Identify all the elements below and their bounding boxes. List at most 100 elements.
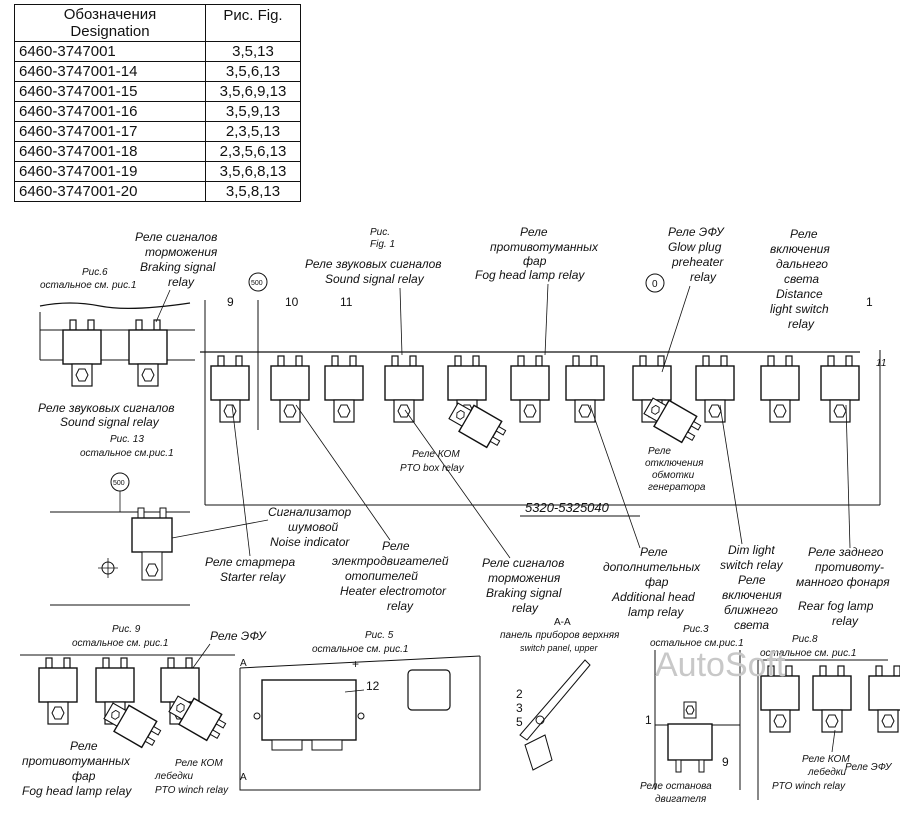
circled-500-b-text: 500 [113, 480, 125, 487]
rear-fog-l3: манного фонаря [796, 575, 890, 589]
fig5-relay-block [261, 679, 357, 741]
gen-off-l4: генератора [648, 482, 706, 493]
fog-fig9-l3: фар [72, 769, 96, 783]
dim-l6: света [734, 618, 769, 632]
distance-top-l2: включения [770, 242, 830, 256]
sound-top-l1: Реле звуковых сигналов [305, 257, 442, 271]
circled-500-a-text: 500 [251, 280, 263, 287]
pto-box-l2: PTO box relay [400, 463, 465, 474]
glow-top-l3: preheater [671, 255, 724, 269]
rear-fog-relay [820, 355, 860, 423]
starter-l2: Starter relay [220, 570, 286, 584]
distance-light-relay [760, 355, 800, 423]
pto-winch-fig9-l2: лебедки [154, 770, 194, 782]
dim-l2: switch relay [720, 558, 784, 572]
dim-light-relay [695, 355, 735, 423]
glow-top-l4: relay [690, 270, 717, 284]
callout-1b: 1 [645, 713, 652, 727]
rear-fog-l1: Реле заднего [808, 545, 884, 559]
circled-0 [645, 273, 665, 293]
braking-relay [384, 355, 424, 423]
distance-top-l6: light switch [770, 302, 829, 316]
pto-winch-fig8-l2: лебедки [807, 766, 847, 778]
rear-fog-l2: противоту- [815, 560, 884, 574]
fig5-caption: Рис. 5 [365, 630, 394, 641]
noise-l3: Noise indicator [270, 535, 350, 549]
part-number: 5320-5325040 [525, 500, 610, 515]
callout-1: 1 [866, 295, 873, 309]
engine-stop-relay [667, 701, 713, 773]
fog-top-l4: Fog head lamp relay [475, 268, 585, 282]
sound-fig6-l2: Sound signal relay [60, 415, 160, 429]
middle-labels: Сигнализатор шумовой Noise indicator Рел… [171, 404, 890, 632]
aa-l3: switch panel, upper [520, 643, 599, 653]
distance-top-l1: Реле [790, 227, 818, 241]
heater-l5: relay [387, 599, 414, 613]
designation-cell: 6460-3747001-20 [14, 181, 206, 202]
braking-bottom-l3: Braking signal [486, 586, 562, 600]
fog-fig9-l2: противотуманных [22, 754, 131, 768]
designation-cell: 6460-3747001-17 [14, 121, 206, 142]
sound-signal-relay [324, 355, 364, 423]
braking-bottom-l4: relay [512, 601, 539, 615]
pto-winch-fig9-l1: Реле КОМ [175, 758, 223, 769]
efu-fig8: Реле ЭФУ [845, 762, 893, 773]
fig13-note: остальное см.рис.1 [80, 448, 174, 459]
braking-bottom-l1: Реле сигналов [482, 556, 564, 570]
sound-fig6-l1: Реле звуковых сигналов [38, 401, 175, 415]
glow-top-l2: Glow plug [668, 240, 722, 254]
efu-fig9: Реле ЭФУ [210, 629, 267, 643]
braking-top-l3: Braking signal [140, 260, 216, 274]
pto-winch-fig8-l3: PTO winch relay [772, 781, 846, 792]
distance-top-l3: дальнего [776, 257, 828, 271]
header-fig: Рис. Fig. [205, 4, 301, 42]
fog-top-l2: противотуманных [490, 240, 599, 254]
fig1-caption-b: Fig. 1 [370, 239, 395, 250]
gen-off-l1: Реле [648, 446, 671, 457]
fog-fig9-l4: Fog head lamp relay [22, 784, 132, 798]
callout-12: 12 [366, 679, 380, 693]
fog-head-lamp-relay [510, 355, 550, 423]
distance-top-l7: relay [788, 317, 815, 331]
fig9-caption: Рис. 9 [112, 624, 141, 635]
fig6-detail: Рис.6 остальное см. рис.1 Реле сигналов … [38, 230, 218, 429]
heater-l2: электродвигателей [332, 554, 449, 568]
watermark: AutoSoft [655, 646, 786, 684]
noise-indicator [131, 507, 173, 581]
fig-cell: 3,5,8,13 [205, 181, 301, 202]
gen-off-l2: отключения [645, 458, 704, 469]
heater-relay [270, 355, 310, 423]
fig3-note: остальное см.рис.1 [650, 638, 744, 649]
section-a-bottom: А [240, 772, 247, 783]
additional-head-lamp-relay [565, 355, 605, 423]
braking-top-l1: Реле сигналов [135, 230, 217, 244]
engine-stop-l2: двигателя [655, 794, 707, 805]
additional-l4: Additional head [611, 590, 695, 604]
fig-cell: 2,3,5,6,13 [205, 141, 301, 162]
header-designation-en: Designation [70, 23, 150, 40]
table-header-row: Обозначения Designation Рис. Fig. [14, 4, 301, 42]
fig13-detail: Рис. 13 остальное см.рис.1 500 [50, 434, 190, 606]
dim-l4: включения [722, 588, 782, 602]
callout-3: 3 [516, 701, 523, 715]
noise-l2: шумовой [288, 520, 339, 534]
additional-l2: дополнительных [603, 560, 701, 574]
additional-l3: фар [645, 575, 669, 589]
fig-cell: 2,3,5,13 [205, 121, 301, 142]
additional-l5: lamp relay [628, 605, 684, 619]
fog-fig9-l1: Реле [70, 739, 98, 753]
braking-bottom-l2: торможения [488, 571, 561, 585]
dim-l1: Dim light [728, 543, 775, 557]
callout-10: 10 [285, 295, 299, 309]
braking-relay-fig6 [128, 319, 168, 387]
distance-top-l4: света [784, 272, 819, 286]
sound-top-l2: Sound signal relay [325, 272, 425, 286]
rear-fog-l4: Rear fog lamp [798, 599, 874, 613]
fig8-caption: Рис.8 [792, 634, 818, 645]
fig5-note: остальное см. рис.1 [312, 644, 408, 655]
